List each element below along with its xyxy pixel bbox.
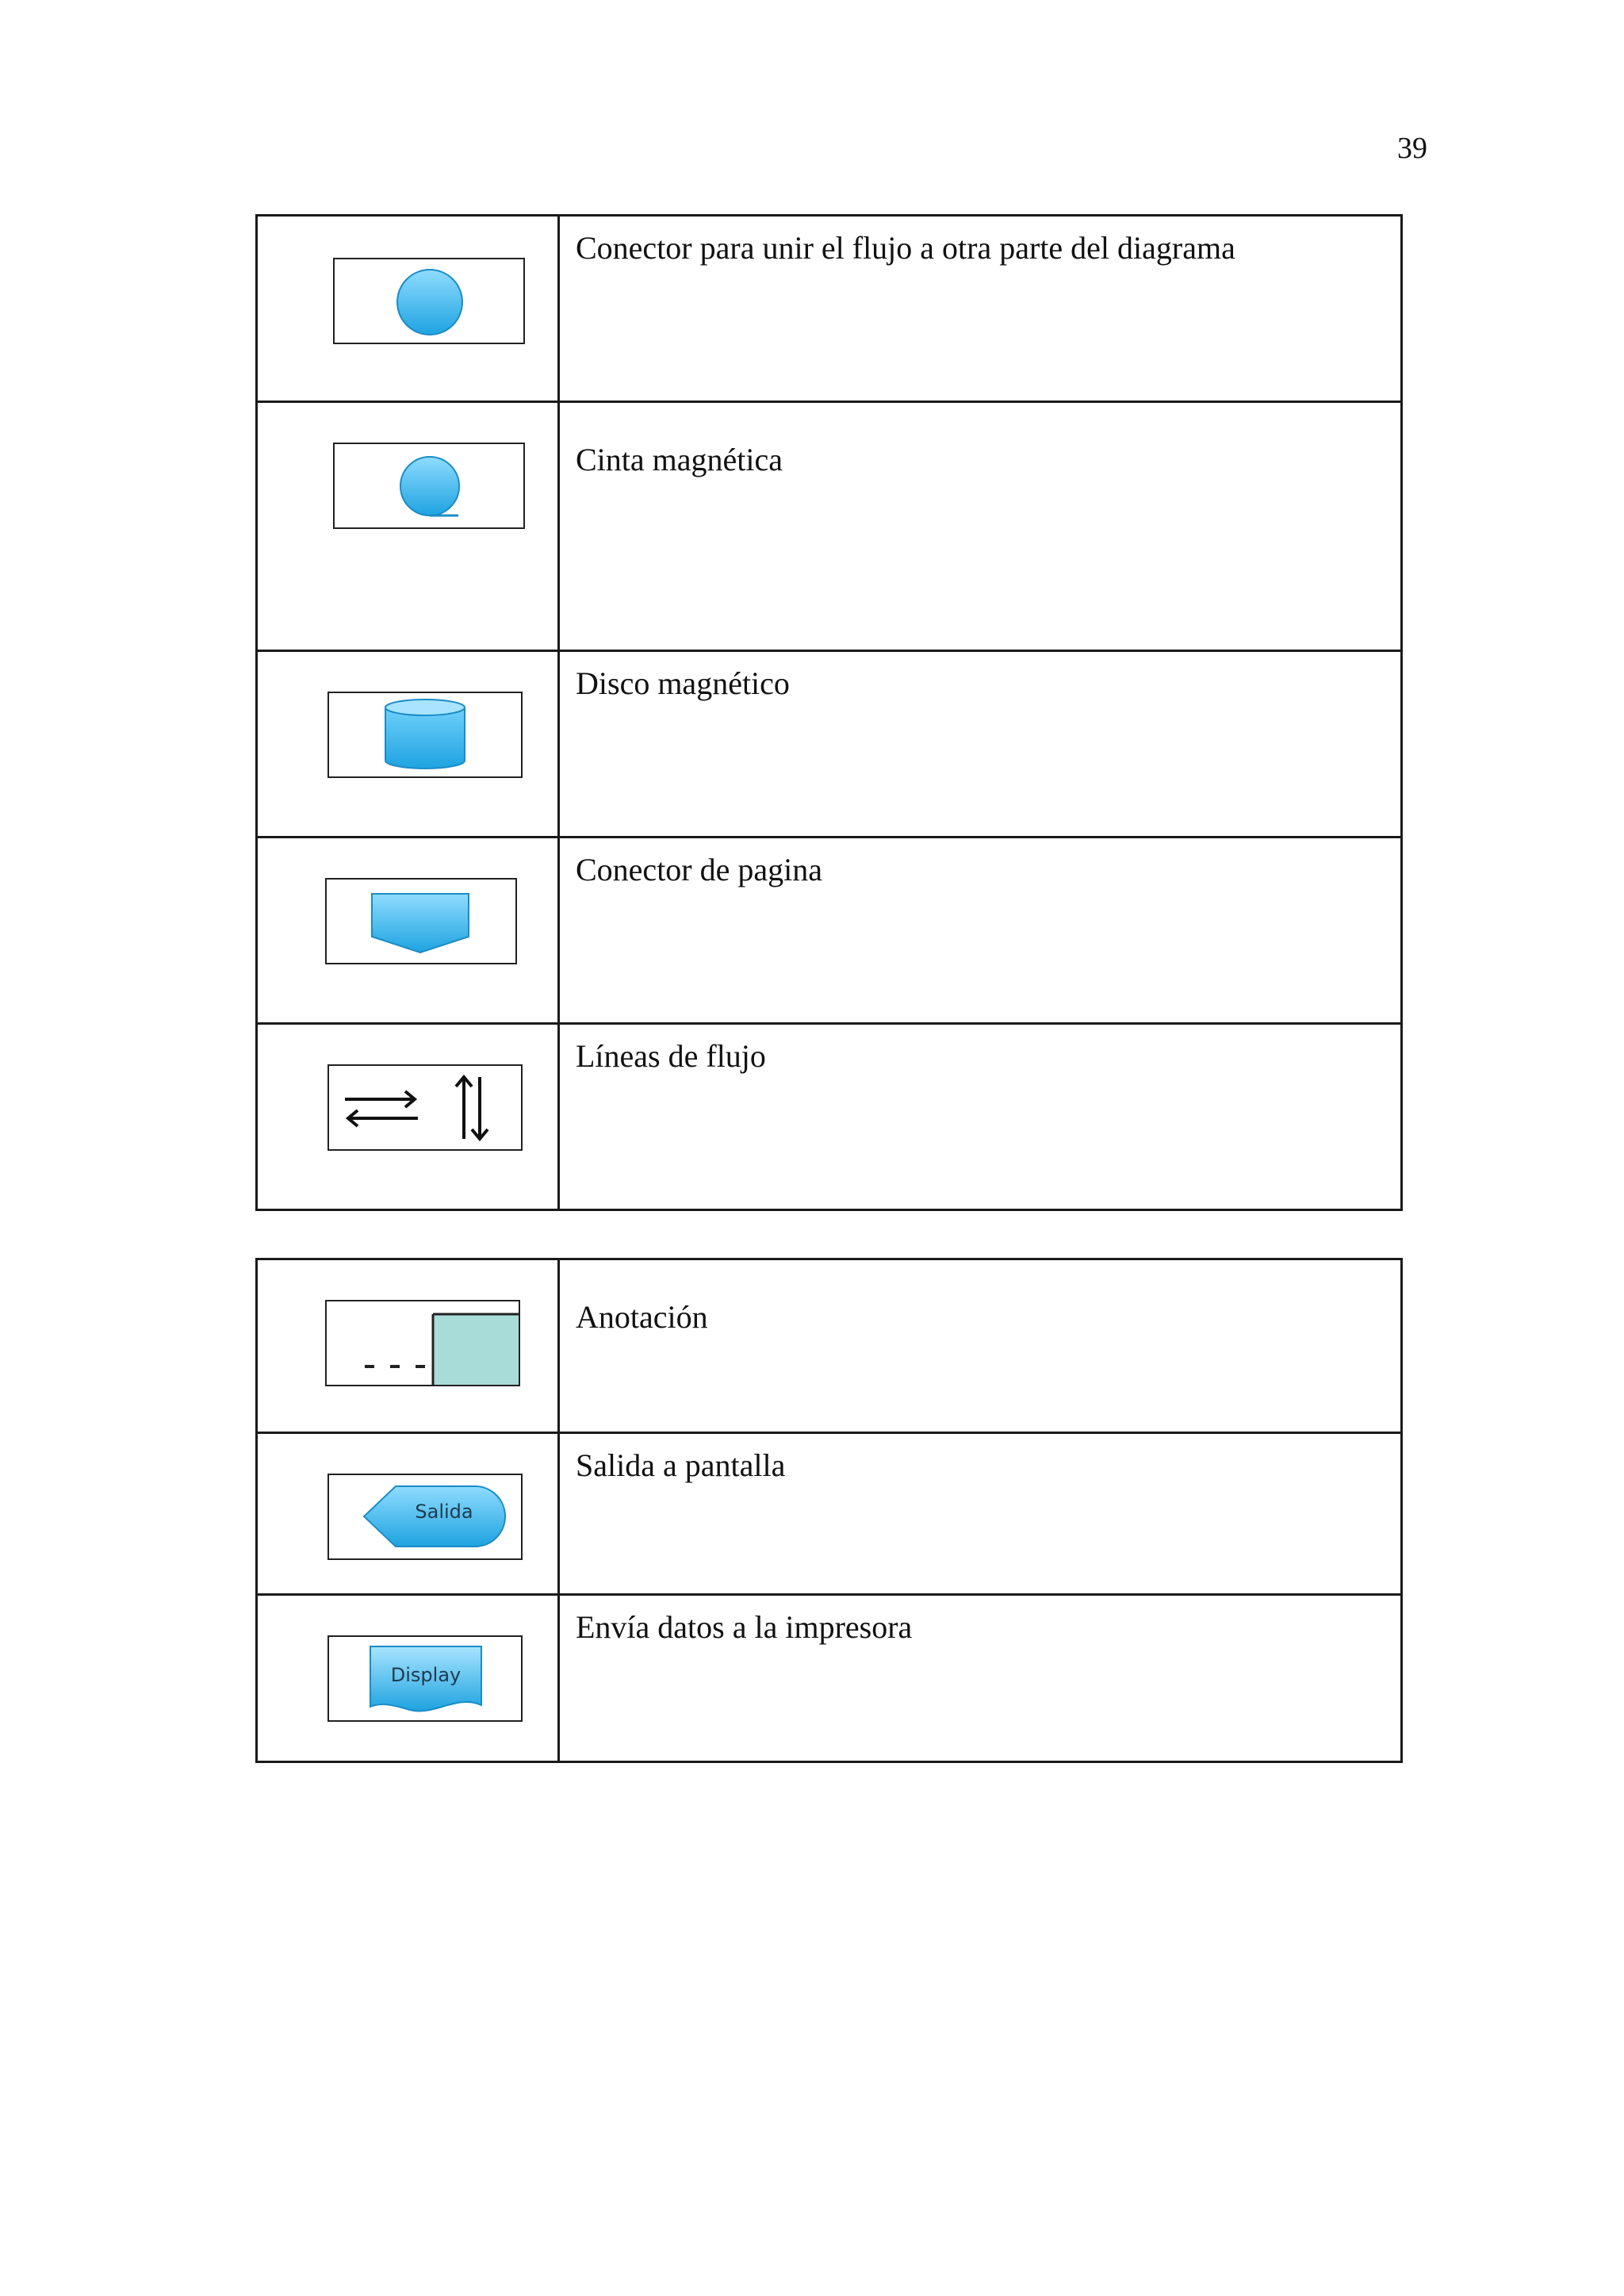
connector-circle-icon: [333, 258, 525, 344]
table-row: Conector para unir el flujo a otra parte…: [255, 214, 1403, 403]
display-output-icon: Salida: [327, 1474, 523, 1560]
symbol-description: Salida a pantalla: [557, 1432, 1403, 1596]
table-row: Conector de pagina: [255, 836, 1403, 1025]
symbol-description: Cinta magnética: [557, 401, 1403, 652]
symbol-description: Anotación: [557, 1258, 1403, 1434]
symbol-description: Conector para unir el flujo a otra parte…: [557, 214, 1403, 403]
symbols-table-1: Conector para unir el flujo a otra parte…: [255, 214, 1403, 1211]
table-row: Cinta magnética: [255, 401, 1403, 652]
page-number: 39: [1397, 132, 1427, 165]
salida-icon-label: Salida: [415, 1501, 473, 1523]
symbol-description: Líneas de flujo: [557, 1022, 1403, 1211]
symbols-table-2: Anotación Salida Salida a pantalla: [255, 1258, 1403, 1763]
document-printer-icon: Display: [327, 1635, 523, 1722]
table-row: Anotación: [255, 1258, 1403, 1434]
flow-lines-icon: [327, 1064, 523, 1151]
symbol-cell: [255, 1022, 560, 1211]
symbol-cell: [255, 214, 560, 403]
symbol-cell: Salida: [255, 1432, 560, 1596]
table-row: Salida Salida a pantalla: [255, 1432, 1403, 1596]
symbol-cell: [255, 401, 560, 652]
display-icon-label: Display: [390, 1664, 462, 1686]
table-row: Líneas de flujo: [255, 1022, 1403, 1211]
magnetic-tape-icon: [333, 443, 525, 529]
symbol-description: Envía datos a la impresora: [557, 1593, 1403, 1763]
table-row: Display Envía datos a la impresora: [255, 1593, 1403, 1763]
table-row: Disco magnético: [255, 650, 1403, 838]
symbol-cell: [255, 836, 560, 1025]
symbol-cell: [255, 650, 560, 838]
page-connector-icon: [325, 878, 517, 964]
symbol-description: Disco magnético: [557, 650, 1403, 838]
symbol-cell: [255, 1258, 560, 1434]
annotation-icon: [325, 1300, 520, 1386]
magnetic-disk-icon: [327, 692, 523, 778]
symbol-cell: Display: [255, 1593, 560, 1763]
symbol-description: Conector de pagina: [557, 836, 1403, 1025]
